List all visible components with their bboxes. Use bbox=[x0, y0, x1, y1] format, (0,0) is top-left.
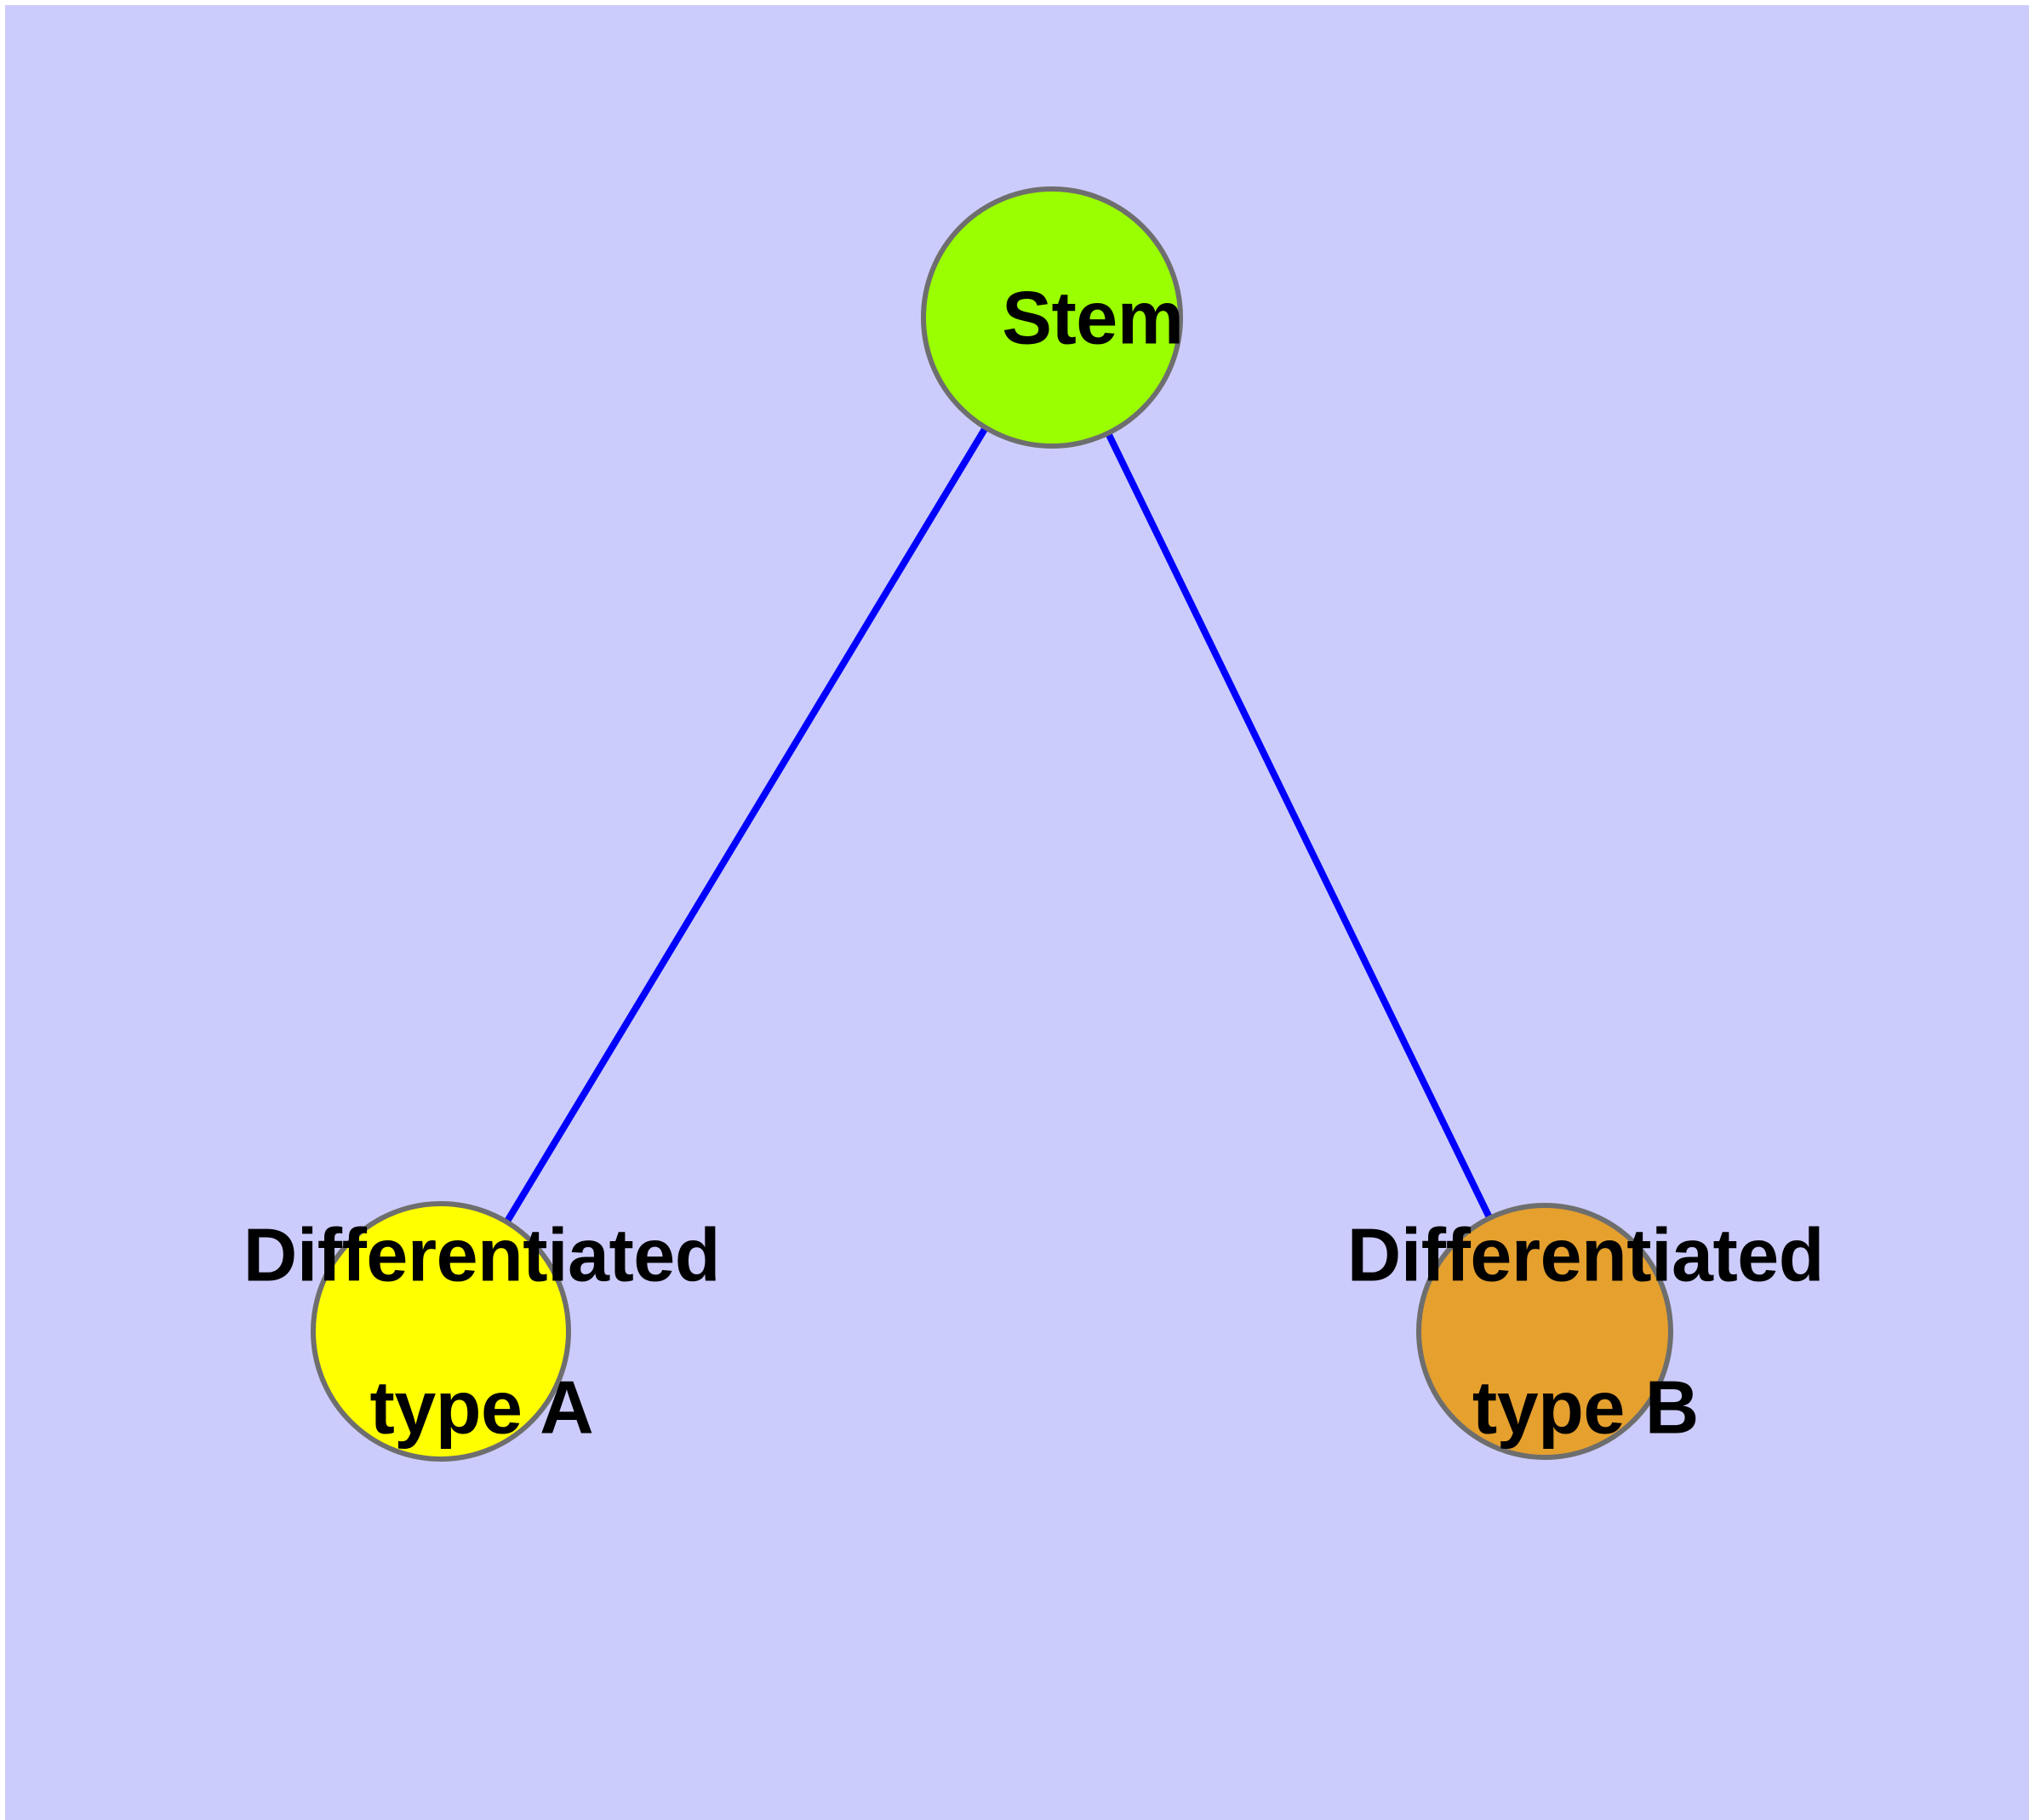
edge-stem-diff-b[interactable] bbox=[1049, 316, 1548, 1333]
node-differentiated-type-b[interactable] bbox=[1416, 1203, 1673, 1460]
node-differentiated-type-a[interactable] bbox=[311, 1201, 571, 1462]
edge-stem-diff-a[interactable] bbox=[437, 315, 1055, 1334]
node-layer bbox=[311, 186, 1673, 1462]
node-stem[interactable] bbox=[921, 186, 1183, 449]
edge-layer bbox=[437, 315, 1548, 1334]
